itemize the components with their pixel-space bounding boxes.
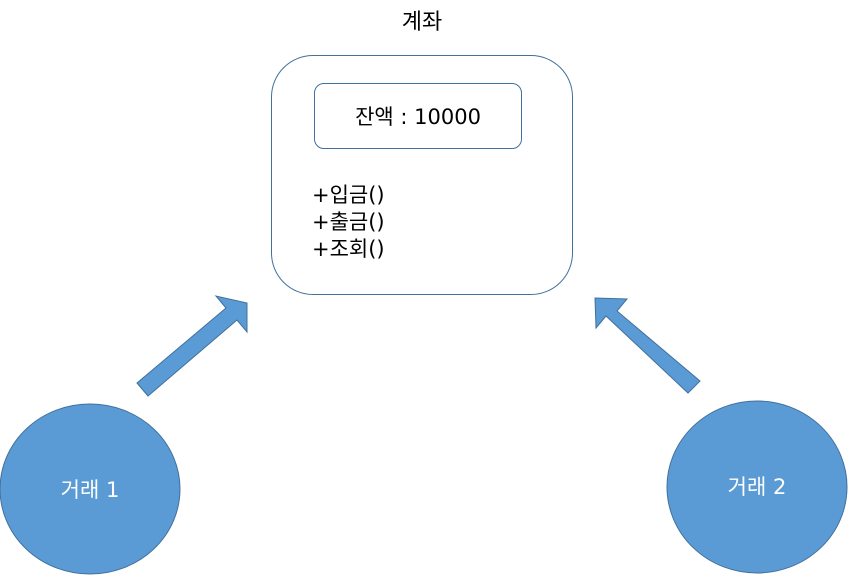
arrow-up-right-icon xyxy=(136,295,248,397)
transaction-2-label: 거래 2 xyxy=(727,475,787,499)
method-inquiry: +조회() xyxy=(312,237,385,261)
transaction-1-label: 거래 1 xyxy=(60,478,120,502)
method-withdraw: +출금() xyxy=(312,210,385,234)
transaction-2-node xyxy=(666,400,848,574)
transaction-1-node xyxy=(0,403,181,575)
arrow-up-left-icon xyxy=(594,297,701,394)
account-title: 계좌 xyxy=(401,10,443,35)
balance-label: 잔액 : 10000 xyxy=(355,105,481,129)
balance-box: 잔액 : 10000 xyxy=(314,83,522,149)
method-deposit: +입금() xyxy=(312,183,385,207)
method-list: +입금() +출금() +조회() xyxy=(312,182,385,263)
